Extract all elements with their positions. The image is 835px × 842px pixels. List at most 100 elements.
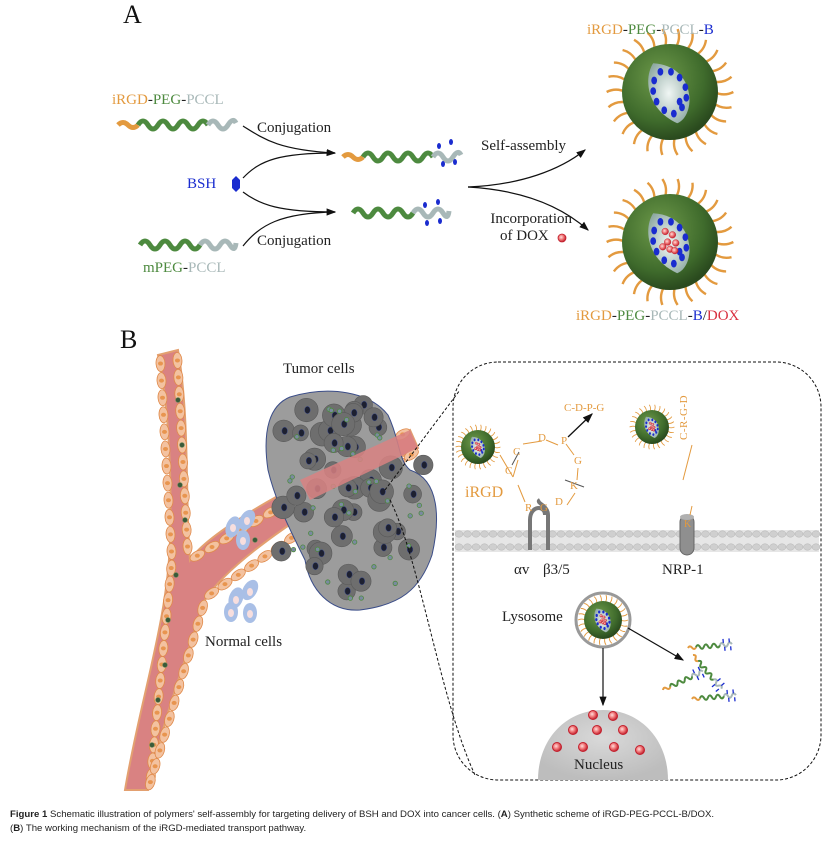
- peptide-residue: K: [570, 480, 578, 492]
- tumor-micelle: [289, 474, 295, 480]
- tumor-nucleus: [385, 523, 392, 532]
- blood-micelle: [162, 662, 168, 668]
- label-peg: PEG: [616, 308, 646, 324]
- dox-molecule: [592, 725, 602, 735]
- tumor-micelle: [300, 544, 306, 550]
- boron-mark: [726, 689, 728, 694]
- boron-mark: [701, 673, 705, 678]
- blood-micelle: [173, 572, 179, 578]
- endothelial-nucleus: [154, 710, 160, 715]
- lipid-head: [556, 543, 566, 551]
- endothelial-nucleus: [289, 535, 295, 540]
- tumor-nucleus: [346, 570, 353, 579]
- lipid-head: [752, 543, 761, 551]
- lipid-head: [667, 530, 676, 538]
- boron-dot: [595, 618, 598, 622]
- receptor-nrp1-label: NRP-1: [662, 562, 704, 578]
- label-dash: -: [183, 260, 189, 276]
- endothelial-nucleus: [180, 459, 186, 464]
- boron-mark: [720, 682, 725, 687]
- endothelial-nucleus: [195, 621, 201, 626]
- tumor-nucleus: [351, 408, 358, 417]
- caption-text: ) The working mechanism of the iRGD-medi…: [20, 823, 307, 834]
- boron-dot: [481, 451, 484, 454]
- boron-dot: [645, 425, 648, 429]
- peg-segment: [695, 642, 721, 650]
- lipid-head: [616, 530, 625, 538]
- lipid-head: [777, 530, 787, 538]
- tumor-micelle: [294, 434, 300, 440]
- irgd-peptide-ring: [499, 439, 693, 516]
- lysosome-label: Lysosome: [502, 609, 563, 625]
- tumor-micelle: [406, 483, 412, 489]
- endothelial-nucleus: [183, 510, 189, 515]
- lipid-head: [505, 530, 515, 538]
- lysosome: [574, 591, 632, 649]
- bsh-label: BSH: [187, 176, 217, 192]
- dox-molecule: [635, 745, 645, 755]
- endothelial-nucleus: [224, 536, 230, 541]
- endothelial-nucleus: [166, 498, 171, 503]
- endothelial-nucleus: [184, 527, 190, 532]
- lipid-head: [709, 543, 719, 551]
- tumor-nucleus: [344, 587, 351, 595]
- dox-dot: [651, 423, 655, 426]
- tumor-micelle: [392, 580, 398, 586]
- cleavage-mark: [511, 451, 520, 466]
- dox-dot: [474, 447, 477, 451]
- pccl-segment: [713, 678, 723, 690]
- panel-b-label: B: [120, 325, 138, 354]
- endothelial-nucleus: [253, 519, 259, 523]
- normal-cells: [224, 509, 259, 623]
- lipid-head: [582, 530, 591, 538]
- endothelial-nucleus: [222, 582, 228, 587]
- lipid-head: [650, 530, 659, 538]
- vessel-segment: [300, 430, 418, 500]
- tumor-micelle: [308, 530, 314, 536]
- endothelial-nucleus: [167, 582, 173, 587]
- tumor-micelle: [338, 501, 344, 508]
- endothelial-nucleus: [161, 412, 166, 417]
- endothelial-nucleus: [147, 780, 153, 785]
- dox-molecule: [552, 742, 562, 752]
- endothelial-nucleus: [209, 545, 215, 549]
- peptide-residue: D: [538, 432, 546, 444]
- lipid-head: [633, 543, 642, 551]
- tumor-nucleus: [331, 439, 338, 447]
- boron-dot: [478, 453, 481, 457]
- lipid-head: [718, 543, 727, 551]
- blood-micelle: [149, 742, 155, 748]
- blood-micelle: [155, 697, 161, 703]
- tumor-micelle: [373, 478, 379, 484]
- dox-dot: [648, 427, 651, 431]
- lipid-head: [454, 530, 464, 538]
- lipid-head: [743, 530, 753, 538]
- endothelial-nucleus: [168, 532, 173, 537]
- panel-a-label: A: [123, 0, 142, 29]
- boron-dot: [602, 610, 605, 614]
- arrow-bsh-top: [242, 152, 336, 179]
- micelle-bound-integrin: [455, 424, 501, 470]
- caption-text: Schematic illustration of polymers' self…: [47, 809, 501, 820]
- boron-dot: [682, 83, 689, 92]
- label-irgd: iRGD: [587, 22, 623, 38]
- lipid-head: [607, 530, 617, 538]
- tumor-nucleus: [312, 562, 319, 570]
- dox-dot: [648, 421, 652, 425]
- lipid-head: [565, 530, 574, 538]
- polymer-mpeg-pccl-b: [350, 199, 452, 226]
- released-polymer: [691, 689, 737, 702]
- endothelial-nucleus: [157, 748, 163, 753]
- lipid-head: [803, 530, 812, 538]
- endothelial-nucleus: [160, 646, 166, 651]
- tumor-nucleus: [281, 503, 288, 512]
- tumor-nucleus: [331, 513, 339, 522]
- endothelial-nucleus: [165, 598, 171, 603]
- dox-dot: [652, 428, 656, 432]
- blood-micelle: [252, 537, 258, 543]
- label-pccl: PCCL: [186, 92, 224, 108]
- boron-mark: [732, 689, 734, 694]
- tumor-micelle: [339, 445, 345, 452]
- lipid-head: [582, 543, 591, 551]
